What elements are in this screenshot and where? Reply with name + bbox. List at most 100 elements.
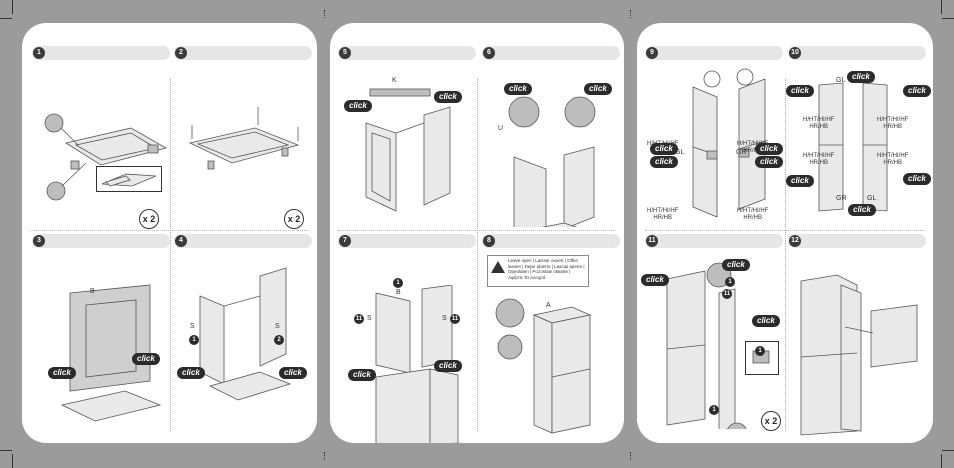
- step-header-3: 3: [32, 234, 170, 248]
- panel-left: 1 2 3 4 A x 2 x: [22, 23, 317, 443]
- side-label-s: S: [275, 323, 280, 330]
- click-indicator: click: [847, 71, 875, 83]
- step-header-9: 9: [645, 46, 783, 60]
- multiplier-badge: x 2: [139, 209, 159, 229]
- order-badge: 1: [755, 346, 765, 356]
- warning-icon: [491, 261, 505, 273]
- click-indicator: click: [344, 100, 372, 112]
- step-header-7: 7: [338, 234, 476, 248]
- click-indicator: click: [279, 367, 307, 379]
- order-badge: 1: [725, 277, 735, 287]
- click-indicator: click: [584, 83, 612, 95]
- step-header-2: 2: [174, 46, 312, 60]
- click-indicator: click: [752, 315, 780, 327]
- part-label-k: K: [392, 77, 397, 84]
- part-label-u: U: [498, 125, 504, 132]
- side-label-s: S: [190, 323, 195, 330]
- divider: [645, 230, 925, 231]
- click-indicator: click: [650, 143, 678, 155]
- divider: [169, 79, 171, 431]
- hinge-label-gl: GL: [675, 149, 685, 156]
- divider: [785, 79, 786, 431]
- click-indicator: click: [722, 259, 750, 271]
- crop-mark: [0, 18, 12, 19]
- crop-mark: [941, 0, 942, 14]
- part-label-a: A: [546, 302, 551, 309]
- click-indicator: click: [755, 143, 783, 155]
- click-indicator: click: [650, 156, 678, 168]
- fold-mark: [324, 10, 325, 18]
- click-indicator: click: [786, 85, 814, 97]
- click-indicator: click: [132, 353, 160, 365]
- click-indicator: click: [348, 369, 376, 381]
- click-indicator: click: [641, 274, 669, 286]
- step-header-11: 11: [645, 234, 783, 248]
- full-cabinet-illustration: [495, 298, 592, 434]
- hinge-label-gl: GL: [867, 195, 877, 202]
- crop-mark: [12, 454, 13, 468]
- step-header-4: 4: [174, 234, 312, 248]
- order-badge: 1: [393, 278, 403, 288]
- order-badge: 11: [354, 314, 364, 324]
- detail-inset: [96, 166, 162, 192]
- click-indicator: click: [786, 175, 814, 187]
- upright-assembly-illustration: [508, 96, 596, 227]
- side-label-s: S: [367, 315, 372, 322]
- fold-mark: [630, 10, 631, 18]
- crop-mark: [942, 450, 954, 451]
- fold-mark: [630, 452, 631, 460]
- crop-mark: [942, 18, 954, 19]
- step-header-1: 1: [32, 46, 170, 60]
- order-badge: 11: [450, 314, 460, 324]
- crop-mark: [0, 450, 12, 451]
- step-header-8: 8: [482, 234, 620, 248]
- click-indicator: click: [755, 156, 783, 168]
- door-panels-illustration: [692, 68, 766, 218]
- step-header-10: 10: [788, 46, 926, 60]
- click-indicator: click: [848, 204, 876, 216]
- door-mount-illustration: [666, 262, 747, 429]
- warning-text: Leave open | Laisser ouvert | Offen lass…: [508, 258, 585, 280]
- finished-cabinet-illustration: [800, 274, 918, 436]
- top-panel-illustration: [365, 88, 451, 212]
- order-badge: 1: [189, 335, 199, 345]
- order-badge: 1: [709, 405, 719, 415]
- order-badge: 2: [274, 335, 284, 345]
- divider: [30, 230, 309, 231]
- panel-middle: 5 6 7 8 K click click U click click: [330, 23, 624, 443]
- click-indicator: click: [434, 360, 462, 372]
- multiplier-badge: x 2: [284, 209, 304, 229]
- click-indicator: click: [903, 85, 931, 97]
- hinge-label-gr: GR: [836, 195, 847, 202]
- click-indicator: click: [48, 367, 76, 379]
- divider: [338, 230, 616, 231]
- step-header-12: 12: [788, 234, 926, 248]
- hinges-illustration: [818, 82, 888, 212]
- part-label-b: B: [90, 288, 95, 295]
- hinge-label-gr: GR: [736, 149, 747, 156]
- step-header-6: 6: [482, 46, 620, 60]
- crop-mark: [941, 454, 942, 468]
- crop-mark: [12, 0, 13, 14]
- multiplier-badge: x 2: [761, 411, 781, 431]
- step-header-5: 5: [338, 46, 476, 60]
- back-panel-illustration: [60, 284, 162, 422]
- click-indicator: click: [903, 173, 931, 185]
- fold-mark: [324, 452, 325, 460]
- click-indicator: click: [434, 91, 462, 103]
- side-label-s: S: [442, 315, 447, 322]
- divider: [477, 79, 478, 431]
- click-indicator: click: [504, 83, 532, 95]
- base-assembly-illustration: [44, 113, 168, 201]
- warning-box: Leave open | Laisser ouvert | Offen lass…: [487, 255, 589, 287]
- order-badge: 11: [722, 289, 732, 299]
